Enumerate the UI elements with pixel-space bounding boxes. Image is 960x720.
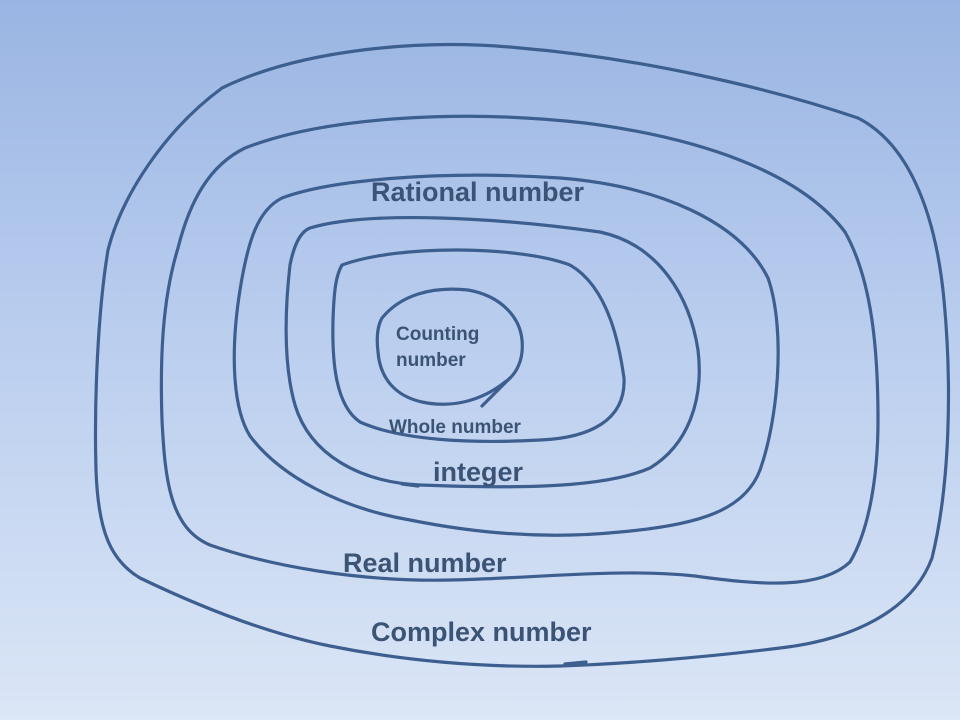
label-whole-number: Whole number [389,417,521,438]
label-complex-number: Complex number [371,617,592,647]
ring-integer [284,216,701,489]
ring-complex-number-tail [563,660,588,666]
ring-real-number [159,114,880,585]
label-rational-number: Rational number [371,177,585,207]
label-counting-number: Counting number [396,324,480,371]
ring-whole-number [331,248,626,444]
ring-complex-number [93,43,951,668]
ring-rational-number [232,173,780,537]
ring-integer-tail [400,482,420,488]
label-integer: integer [433,457,524,487]
ring-counting-number-tail [480,376,512,408]
label-real-number: Real number [343,548,507,578]
